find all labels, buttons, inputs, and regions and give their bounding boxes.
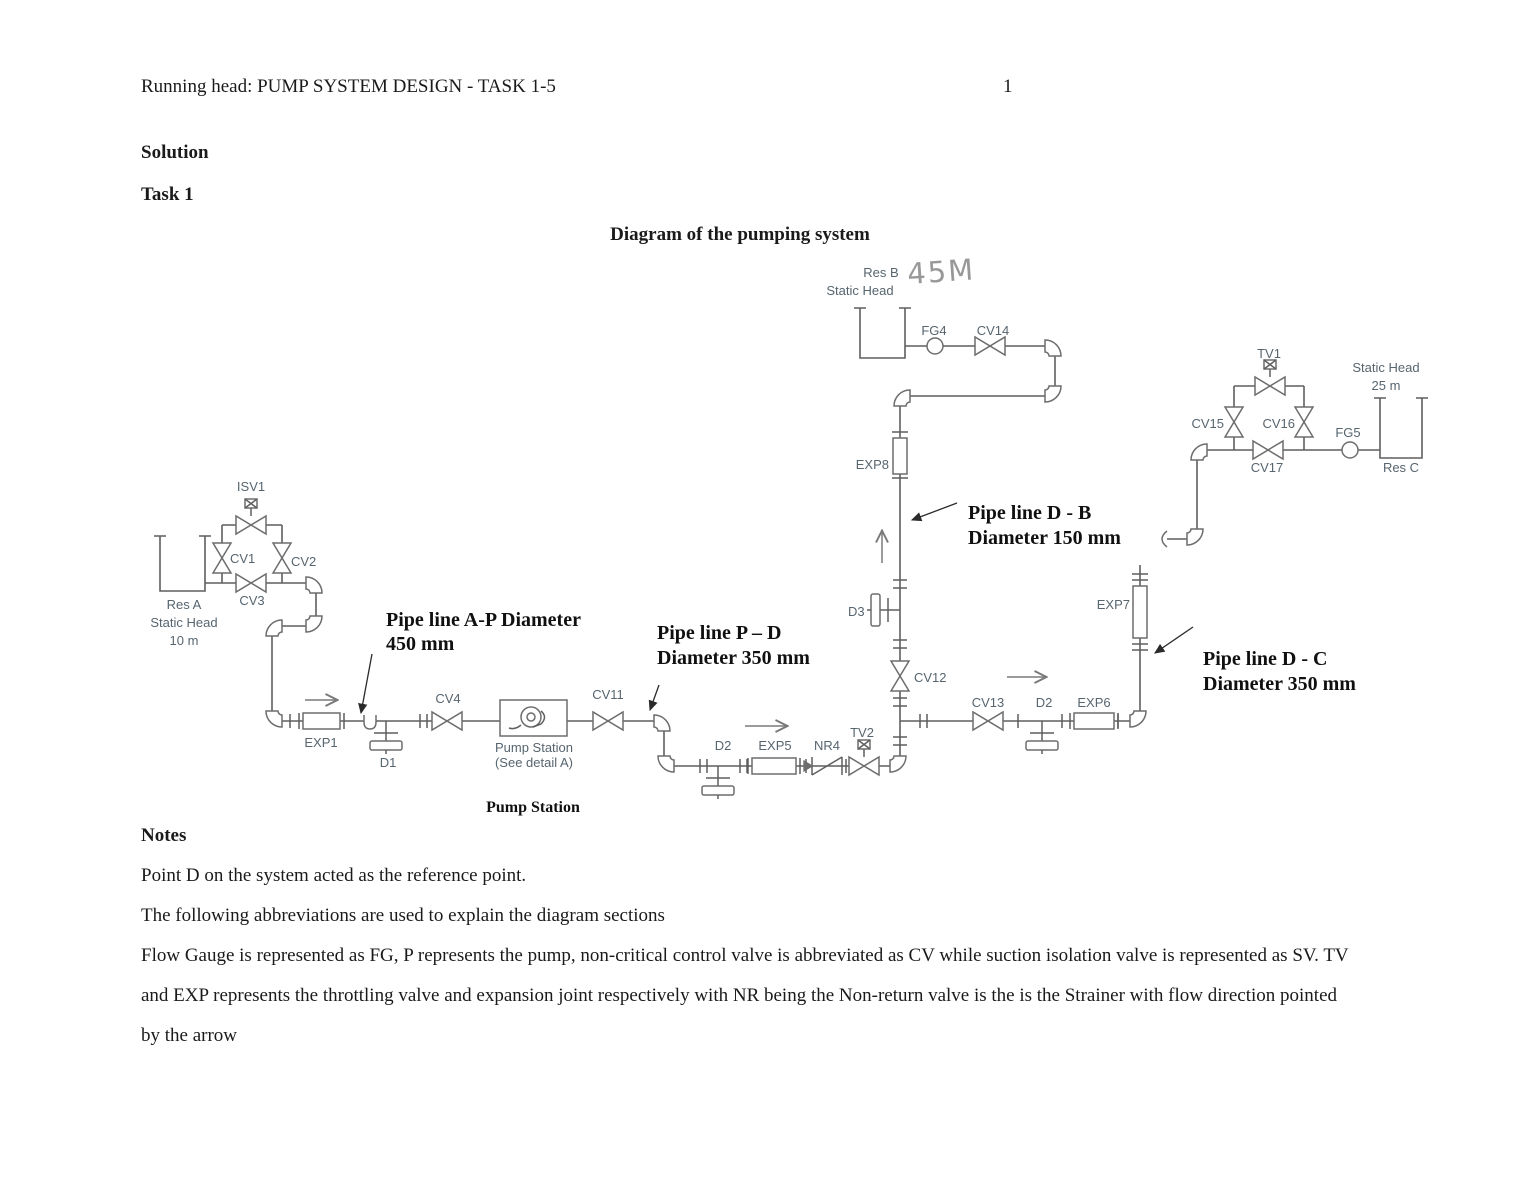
exp5-icon	[747, 757, 801, 775]
nr4-label: NR4	[814, 738, 840, 753]
d2b-label: D2	[1036, 695, 1053, 710]
fg4-gauge-icon	[926, 337, 944, 355]
notes-heading: Notes	[141, 825, 187, 846]
pipe-db-annotation-line1: Pipe line D - B	[968, 502, 1091, 524]
notes-section: Notes Point D on the system acted as the…	[141, 816, 1356, 1056]
tv2-actuator-icon	[857, 739, 871, 758]
pumping-system-diagram: Res A Static Head 10 m ISV1 CV1 CV2 CV3 …	[150, 252, 1428, 816]
d2b-drain-icon	[1025, 720, 1059, 755]
tv1-actuator-icon	[1263, 359, 1277, 378]
pipe-pd-annotation-line2: Diameter 350 mm	[657, 647, 810, 669]
res-a-static-head-label: Static Head	[150, 615, 217, 630]
cv1-label: CV1	[230, 551, 255, 566]
cv17-label: CV17	[1251, 460, 1284, 475]
cv11-valve-icon	[592, 711, 624, 731]
res-c-tank	[1374, 397, 1428, 459]
fg4-label: FG4	[921, 323, 946, 338]
res-c-label: Res C	[1383, 460, 1419, 475]
cv1-valve-icon	[212, 542, 232, 574]
note-paragraph: The following abbreviations are used to …	[141, 905, 665, 926]
cv13-label: CV13	[972, 695, 1005, 710]
cv16-label: CV16	[1262, 416, 1295, 431]
cv2-label: CV2	[291, 554, 316, 569]
d3-label: D3	[848, 604, 865, 619]
cv12-valve-icon	[890, 660, 910, 692]
nr4-check-valve-icon	[803, 756, 843, 776]
cv4-valve-icon	[431, 711, 463, 731]
pipe-db-annotation-line2: Diameter 150 mm	[968, 527, 1121, 549]
res-c-head-value: 25 m	[1372, 378, 1401, 393]
exp6-icon	[1069, 712, 1119, 730]
cv2-valve-icon	[272, 542, 292, 574]
note-paragraph: Flow Gauge is represented as FG, P repre…	[141, 945, 1349, 1046]
pipe-dc-annotation-line1: Pipe line D - C	[1203, 648, 1327, 670]
pump-station-label: Pump Station	[495, 740, 573, 755]
exp7-label: EXP7	[1097, 597, 1130, 612]
cv16-valve-icon	[1294, 406, 1314, 438]
isv1-actuator-icon	[244, 498, 258, 517]
pump-detail-label: (See detail A)	[495, 755, 573, 770]
d1-label: D1	[380, 755, 397, 770]
fg5-label: FG5	[1335, 425, 1360, 440]
fg5-gauge-icon	[1341, 441, 1359, 459]
u-fitting-icon	[363, 715, 377, 730]
expansion-joints	[298, 437, 1148, 775]
res-a-head-value: 10 m	[170, 633, 199, 648]
tv2-label: TV2	[850, 725, 874, 740]
exp8-icon	[892, 437, 908, 475]
exp6-label: EXP6	[1077, 695, 1110, 710]
flange-ticks	[289, 431, 1148, 773]
pump-station-box	[499, 699, 568, 737]
cv4-label: CV4	[435, 691, 460, 706]
res-b-label: Res B	[863, 265, 898, 280]
cv15-valve-icon	[1224, 406, 1244, 438]
res-b-tank	[854, 307, 911, 359]
solution-heading: Solution	[141, 142, 209, 163]
exp1-label: EXP1	[304, 735, 337, 750]
res-b-static-head-label: Static Head	[826, 283, 893, 298]
res-a-label: Res A	[167, 597, 202, 612]
pipe-ap-annotation-line1: Pipe line A-P Diameter	[386, 609, 581, 631]
d2-label: D2	[715, 738, 732, 753]
tv2-valve-icon	[848, 756, 880, 776]
d3-drain-icon	[866, 593, 901, 627]
cv3-valve-icon	[235, 573, 267, 593]
exp1-icon	[298, 712, 345, 730]
cv12-label: CV12	[914, 670, 947, 685]
cv13-valve-icon	[972, 711, 1004, 731]
page-number: 1	[1003, 76, 1013, 97]
cv14-label: CV14	[977, 323, 1010, 338]
tv1-valve-icon	[1254, 376, 1286, 396]
task-heading: Task 1	[141, 184, 194, 205]
exp8-label: EXP8	[856, 457, 889, 472]
flow-arrows	[305, 532, 1045, 726]
tv1-label: TV1	[1257, 346, 1281, 361]
pipe-ap-annotation-line2: 450 mm	[386, 633, 455, 655]
pipe-lines	[205, 345, 1380, 767]
res-a-tank	[154, 535, 211, 592]
cv15-label: CV15	[1191, 416, 1224, 431]
cv17-valve-icon	[1252, 440, 1284, 460]
handwritten-static-head-value: 45M	[906, 252, 976, 291]
diagram-title: Diagram of the pumping system	[610, 224, 870, 245]
valves	[212, 336, 1314, 776]
pump-station-caption: Pump Station	[486, 799, 580, 816]
cv11-label: CV11	[592, 687, 624, 702]
res-c-static-head-label: Static Head	[1352, 360, 1419, 375]
pipe-elbows	[265, 339, 1208, 773]
cv14-valve-icon	[974, 336, 1006, 356]
running-head: Running head: PUMP SYSTEM DESIGN - TASK …	[141, 76, 556, 97]
exp5-label: EXP5	[758, 738, 791, 753]
drains	[363, 593, 1059, 800]
exp7-icon	[1132, 585, 1148, 639]
pipe-pd-annotation-line1: Pipe line P – D	[657, 622, 781, 644]
pipe-dc-annotation-line2: Diameter 350 mm	[1203, 673, 1356, 695]
isv1-label: ISV1	[237, 479, 265, 494]
note-paragraph: Point D on the system acted as the refer…	[141, 865, 527, 886]
isv1-valve-icon	[235, 515, 267, 535]
cv3-label: CV3	[239, 593, 264, 608]
leader-lines	[358, 502, 1194, 715]
